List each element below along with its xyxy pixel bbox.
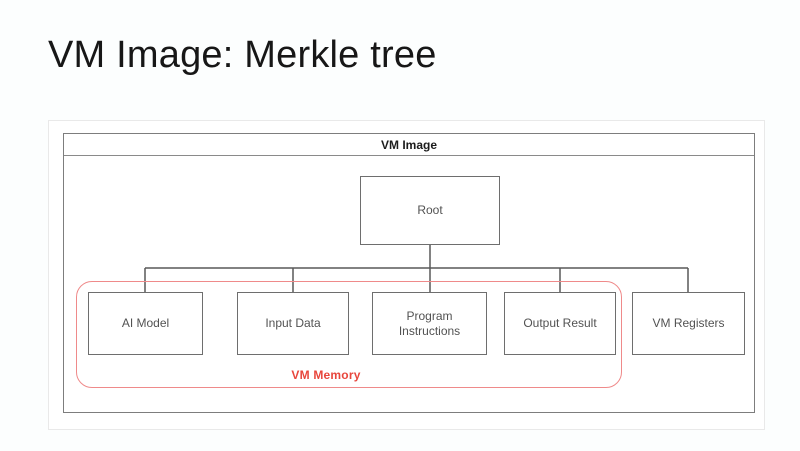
tree-node-vm-registers[interactable]: VM Registers — [632, 292, 745, 355]
vm-image-header-label: VM Image — [64, 134, 754, 156]
tree-node-root-label: Root — [417, 203, 443, 217]
vm-memory-group-outline — [76, 281, 622, 388]
tree-node-ai-model-label: AI Model — [121, 316, 170, 330]
tree-node-input-data[interactable]: Input Data — [237, 292, 349, 355]
vm-memory-group-label: VM Memory — [291, 368, 361, 382]
tree-node-output-result-label: Output Result — [523, 316, 597, 330]
tree-node-output-result[interactable]: Output Result — [504, 292, 616, 355]
tree-node-root[interactable]: Root — [360, 176, 500, 245]
page-title: VM Image: Merkle tree — [48, 34, 437, 76]
tree-node-program-instructions[interactable]: Program Instructions — [372, 292, 487, 355]
tree-node-ai-model[interactable]: AI Model — [88, 292, 203, 355]
tree-node-input-data-label: Input Data — [265, 316, 321, 330]
tree-node-program-instructions-label: Program Instructions — [398, 308, 461, 338]
tree-node-vm-registers-label: VM Registers — [652, 316, 725, 330]
